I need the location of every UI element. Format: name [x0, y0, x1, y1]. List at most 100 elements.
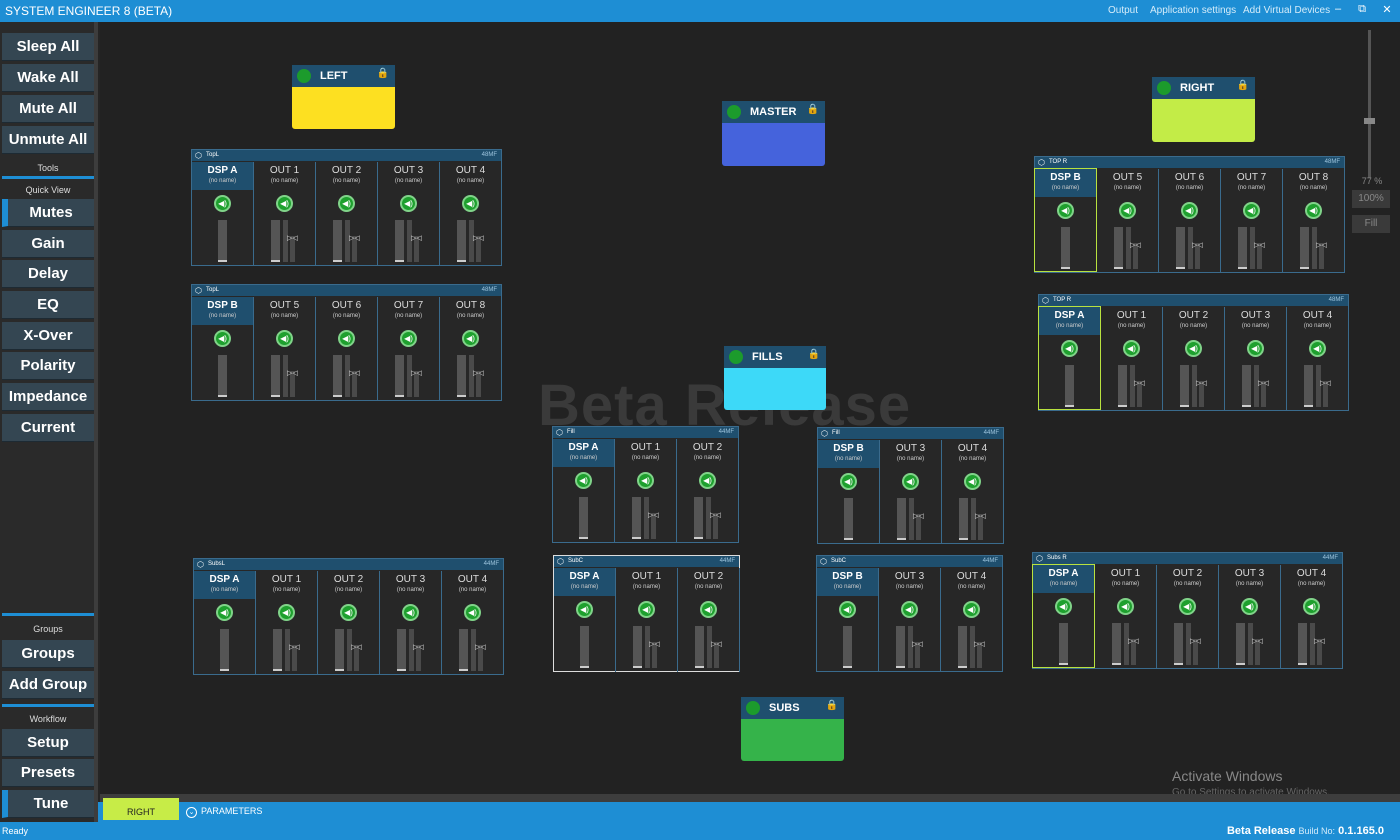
output-channel[interactable]: OUT 7(no name)◀)▷◁ — [378, 297, 440, 401]
quick-view-mutes[interactable]: Mutes — [2, 199, 94, 227]
output-channel[interactable]: OUT 2(no name)◀)▷◁ — [678, 568, 740, 672]
speaker-mute-icon[interactable]: ◀) — [902, 473, 919, 490]
speaker-mute-icon[interactable]: ◀) — [839, 601, 856, 618]
quick-view-xover[interactable]: X-Over — [2, 322, 94, 350]
dsp-channel[interactable]: DSP B(no name)◀) — [192, 297, 254, 401]
tune-button[interactable]: Tune — [2, 790, 94, 818]
speaker-mute-icon[interactable]: ◀) — [462, 195, 479, 212]
dsp-channel[interactable]: DSP A(no name)◀) — [1033, 565, 1095, 669]
group-color-swatch[interactable] — [724, 368, 826, 410]
output-channel[interactable]: OUT 1(no name)◀)▷◁ — [1101, 307, 1163, 411]
speaker-mute-icon[interactable]: ◀) — [963, 601, 980, 618]
speaker-mute-icon[interactable]: ◀) — [1123, 340, 1140, 357]
speaker-mute-icon[interactable]: ◀) — [638, 601, 655, 618]
output-channel[interactable]: OUT 4(no name)◀)▷◁ — [1287, 307, 1349, 411]
lock-icon[interactable]: 🔒 — [376, 68, 389, 79]
group-color-swatch[interactable] — [1152, 99, 1255, 142]
speaker-mute-icon[interactable]: ◀) — [700, 601, 717, 618]
output-channel[interactable]: OUT 4(no name)◀)▷◁ — [442, 571, 504, 675]
panel-splitter[interactable] — [100, 794, 1400, 802]
output-channel[interactable]: OUT 5(no name)◀)▷◁ — [1097, 169, 1159, 273]
quick-view-eq[interactable]: EQ — [2, 291, 94, 319]
speaker-mute-icon[interactable]: ◀) — [214, 330, 231, 347]
output-channel[interactable]: OUT 1(no name)◀)▷◁ — [615, 439, 677, 543]
speaker-mute-icon[interactable]: ◀) — [338, 195, 355, 212]
quick-view-current[interactable]: Current — [2, 414, 94, 442]
zoom-slider-thumb[interactable] — [1364, 118, 1375, 124]
parameters-toggle[interactable]: ⌄PARAMETERS — [186, 806, 262, 818]
output-channel[interactable]: OUT 2(no name)◀)▷◁ — [316, 162, 378, 266]
quick-view-delay[interactable]: Delay — [2, 260, 94, 288]
output-channel[interactable]: OUT 1(no name)◀)▷◁ — [254, 162, 316, 266]
quick-view-gain[interactable]: Gain — [2, 230, 94, 258]
output-channel[interactable]: OUT 6(no name)◀)▷◁ — [1159, 169, 1221, 273]
output-channel[interactable]: OUT 3(no name)◀)▷◁ — [380, 571, 442, 675]
group-master[interactable]: MASTER🔒 — [722, 101, 825, 166]
speaker-mute-icon[interactable]: ◀) — [216, 604, 233, 621]
close-icon[interactable]: ✕ — [1382, 4, 1392, 16]
speaker-mute-icon[interactable]: ◀) — [1243, 202, 1260, 219]
speaker-mute-icon[interactable]: ◀) — [1061, 340, 1078, 357]
lock-icon[interactable]: 🔒 — [806, 104, 819, 115]
output-channel[interactable]: OUT 4(no name)◀)▷◁ — [941, 568, 1003, 672]
output-channel[interactable]: OUT 4(no name)◀)▷◁ — [440, 162, 502, 266]
mute-all-button[interactable]: Mute All — [2, 95, 94, 123]
output-channel[interactable]: OUT 5(no name)◀)▷◁ — [254, 297, 316, 401]
speaker-mute-icon[interactable]: ◀) — [637, 472, 654, 489]
output-channel[interactable]: OUT 4(no name)◀)▷◁ — [1281, 565, 1343, 669]
output-channel[interactable]: OUT 1(no name)◀)▷◁ — [1095, 565, 1157, 669]
output-channel[interactable]: OUT 1(no name)◀)▷◁ — [256, 571, 318, 675]
speaker-mute-icon[interactable]: ◀) — [1303, 598, 1320, 615]
group-right[interactable]: RIGHT🔒 — [1152, 77, 1255, 142]
quick-view-polarity[interactable]: Polarity — [2, 352, 94, 380]
speaker-mute-icon[interactable]: ◀) — [214, 195, 231, 212]
speaker-mute-icon[interactable]: ◀) — [1309, 340, 1326, 357]
dsp-channel[interactable]: DSP B(no name)◀) — [1035, 169, 1097, 273]
group-subs[interactable]: SUBS🔒 — [741, 697, 844, 761]
menu-output[interactable]: Output — [1108, 5, 1139, 16]
restore-icon[interactable]: ⧉ — [1358, 3, 1366, 15]
unmute-all-button[interactable]: Unmute All — [2, 126, 94, 154]
speaker-mute-icon[interactable]: ◀) — [340, 604, 357, 621]
speaker-mute-icon[interactable]: ◀) — [276, 195, 293, 212]
speaker-mute-icon[interactable]: ◀) — [901, 601, 918, 618]
minimize-icon[interactable]: ‒ — [1334, 3, 1342, 15]
speaker-mute-icon[interactable]: ◀) — [462, 330, 479, 347]
setup-button[interactable]: Setup — [2, 729, 94, 757]
speaker-mute-icon[interactable]: ◀) — [1185, 340, 1202, 357]
speaker-mute-icon[interactable]: ◀) — [1055, 598, 1072, 615]
speaker-mute-icon[interactable]: ◀) — [278, 604, 295, 621]
speaker-mute-icon[interactable]: ◀) — [402, 604, 419, 621]
dsp-channel[interactable]: DSP A(no name)◀) — [1039, 307, 1101, 411]
output-channel[interactable]: OUT 7(no name)◀)▷◁ — [1221, 169, 1283, 273]
add-group-button[interactable]: Add Group — [2, 671, 94, 699]
output-channel[interactable]: OUT 2(no name)◀)▷◁ — [1163, 307, 1225, 411]
sleep-all-button[interactable]: Sleep All — [2, 33, 94, 61]
output-channel[interactable]: OUT 2(no name)◀)▷◁ — [318, 571, 380, 675]
speaker-mute-icon[interactable]: ◀) — [1057, 202, 1074, 219]
speaker-mute-icon[interactable]: ◀) — [576, 601, 593, 618]
menu-add-virtual-devices[interactable]: Add Virtual Devices — [1243, 5, 1331, 16]
speaker-mute-icon[interactable]: ◀) — [1119, 202, 1136, 219]
dsp-channel[interactable]: DSP A(no name)◀) — [194, 571, 256, 675]
zoom-slider-track[interactable] — [1368, 30, 1371, 178]
output-channel[interactable]: OUT 2(no name)◀)▷◁ — [677, 439, 739, 543]
groups-button[interactable]: Groups — [2, 640, 94, 668]
group-fills[interactable]: FILLS🔒 — [724, 346, 826, 410]
zoom-fill-button[interactable]: Fill — [1352, 215, 1390, 233]
output-channel[interactable]: OUT 6(no name)◀)▷◁ — [316, 297, 378, 401]
lock-icon[interactable]: 🔒 — [807, 349, 820, 360]
speaker-mute-icon[interactable]: ◀) — [575, 472, 592, 489]
dsp-channel[interactable]: DSP A(no name)◀) — [192, 162, 254, 266]
speaker-mute-icon[interactable]: ◀) — [1117, 598, 1134, 615]
selected-group-tab[interactable]: RIGHT — [103, 798, 179, 820]
speaker-mute-icon[interactable]: ◀) — [464, 604, 481, 621]
